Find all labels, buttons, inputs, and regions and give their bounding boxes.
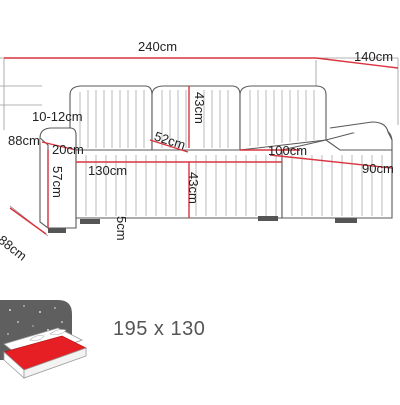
dimension-lines (4, 57, 399, 235)
label-chaise-length: 100cm (268, 143, 308, 158)
label-leg-height: 5cm (114, 216, 129, 241)
label-base-height: 43cm (186, 172, 201, 204)
sofa-outline (39, 85, 393, 233)
label-seat-width: 130cm (88, 163, 128, 178)
label-chaise-width: 90cm (362, 161, 394, 176)
sleeping-function-icon (0, 300, 88, 379)
bed-size-label: 195 x 130 (113, 318, 206, 340)
label-seat-height: 57cm (50, 166, 65, 198)
label-corner-depth: 140cm (354, 49, 394, 64)
label-backrest-height: 43cm (192, 92, 207, 124)
label-armrest-width: 88cm (8, 133, 40, 148)
label-total-width: 240cm (138, 39, 178, 54)
label-armrest-height: 10-12cm (32, 109, 83, 124)
label-armrest-depth: 20cm (52, 142, 84, 157)
